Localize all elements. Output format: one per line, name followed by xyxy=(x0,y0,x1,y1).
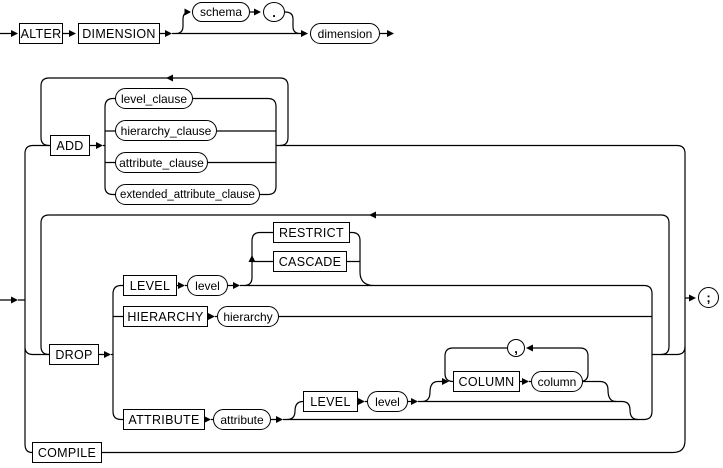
terminal-semicolon: ; xyxy=(698,287,719,308)
variable-hierarchy: hierarchy xyxy=(217,306,279,327)
variable-schema: schema xyxy=(192,2,250,22)
keyword-add: ADD xyxy=(50,135,90,156)
keyword-attribute: ATTRIBUTE xyxy=(123,409,205,430)
variable-dimension: dimension xyxy=(310,23,380,44)
keyword-column: COLUMN xyxy=(453,371,520,392)
keyword-drop: DROP xyxy=(49,344,99,365)
keyword-compile: COMPILE xyxy=(32,442,102,463)
variable-level-2: level xyxy=(367,391,408,412)
variable-level-clause: level_clause xyxy=(115,88,193,109)
keyword-level-2: LEVEL xyxy=(303,391,358,412)
variable-level-1: level xyxy=(187,275,228,296)
keyword-dimension: DIMENSION xyxy=(78,23,160,44)
variable-attribute: attribute xyxy=(213,409,271,430)
terminal-comma: , xyxy=(507,339,525,357)
variable-hierarchy-clause: hierarchy_clause xyxy=(115,120,217,141)
terminal-period: . xyxy=(263,2,285,22)
keyword-alter: ALTER xyxy=(19,23,63,44)
keyword-hierarchy: HIERARCHY xyxy=(123,306,208,327)
keyword-cascade: CASCADE xyxy=(273,251,347,272)
variable-column: column xyxy=(531,371,583,392)
keyword-level-1: LEVEL xyxy=(123,275,177,296)
arrowheads xyxy=(11,8,696,423)
variable-attribute-clause: attribute_clause xyxy=(115,152,208,173)
variable-extended-attribute-clause: extended_attribute_clause xyxy=(115,184,260,205)
keyword-restrict: RESTRICT xyxy=(273,222,350,243)
